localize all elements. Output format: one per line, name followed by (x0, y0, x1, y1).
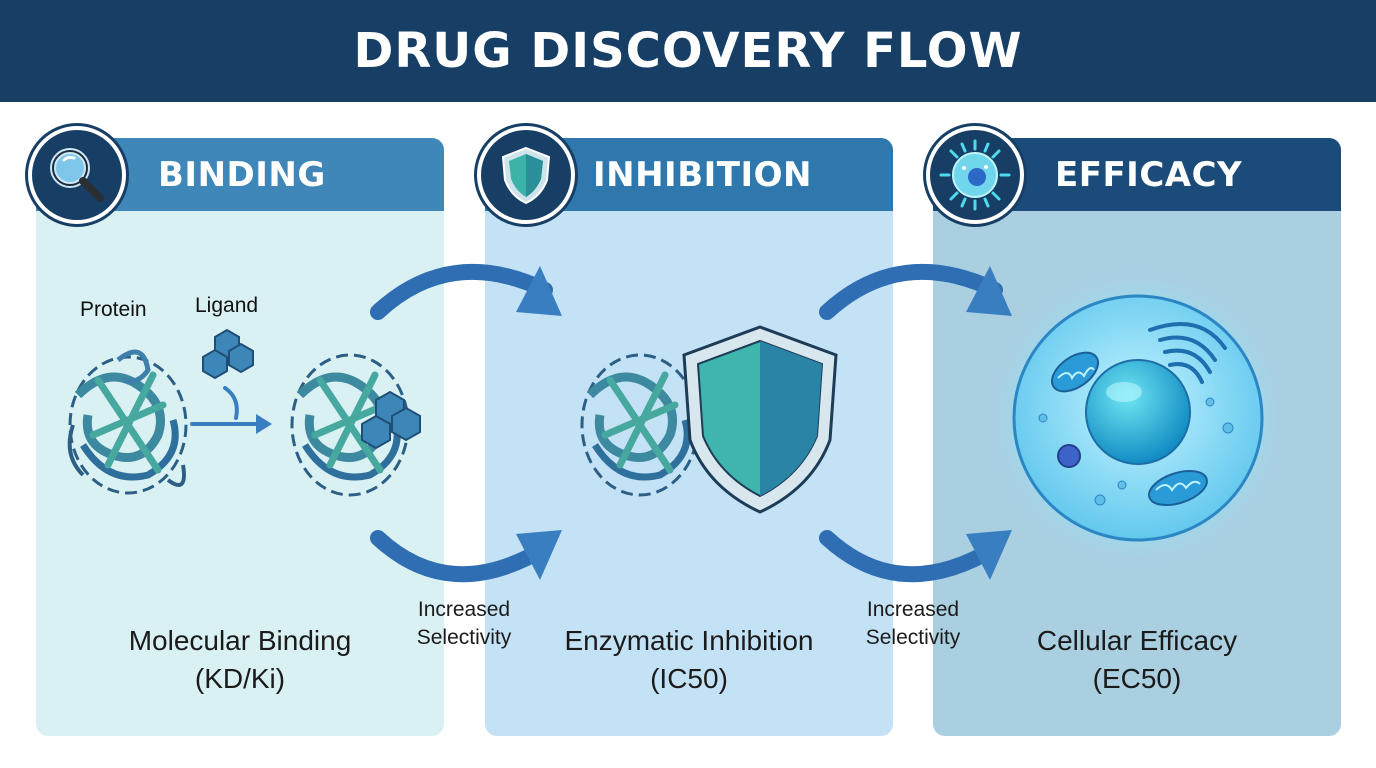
arrowhead-top-2 (966, 266, 1012, 316)
transition-label-2: Increased Selectivity (843, 596, 983, 652)
stage-caption-binding-line1: Molecular Binding (128, 625, 352, 656)
protein-inhibited-icon (580, 353, 700, 497)
protein-icon (67, 349, 188, 495)
title-bar: DRUG DISCOVERY FLOW (0, 0, 1376, 102)
transition-label-2-line2: Selectivity (865, 626, 961, 649)
arrow-bottom-1 (370, 530, 553, 583)
cell-icon-badge (926, 126, 1024, 224)
stage-title-binding: BINDING (158, 154, 326, 195)
arrowhead-bottom-2 (966, 530, 1012, 580)
protein-ligand-complex-icon (290, 353, 421, 497)
ligand-label: Ligand (195, 294, 259, 317)
stage-caption-binding: Molecular Binding (KD/Ki) (36, 622, 444, 698)
stage-caption-inhibition-line1: Enzymatic Inhibition (564, 625, 814, 656)
arrow-top-2 (819, 264, 1003, 320)
stage-title-efficacy: EFFICACY (1055, 154, 1243, 195)
ligand-icon (202, 328, 254, 380)
transition-label-1-line1: Increased (417, 598, 511, 621)
arrowhead-top-1 (516, 266, 562, 316)
transition-label-2-line1: Increased (866, 598, 960, 621)
stage-title-inhibition: INHIBITION (593, 154, 812, 195)
magnifier-icon-badge (28, 126, 126, 224)
transition-label-1: Increased Selectivity (394, 596, 534, 652)
stage-caption-binding-line2: (KD/Ki) (194, 663, 286, 694)
binding-arrow-icon (190, 386, 272, 434)
transition-label-1-line2: Selectivity (416, 626, 512, 649)
arrowhead-bottom-1 (516, 530, 562, 580)
stage-caption-inhibition-line2: (IC50) (650, 663, 728, 694)
stage-caption-efficacy: Cellular Efficacy (EC50) (933, 622, 1341, 698)
arrow-top-1 (370, 264, 553, 320)
protein-label: Protein (80, 298, 147, 321)
stage-caption-efficacy-line1: Cellular Efficacy (1036, 625, 1238, 656)
page-title: DRUG DISCOVERY FLOW (353, 23, 1023, 79)
magnifier-icon (50, 148, 104, 202)
stage-caption-efficacy-line2: (EC50) (1092, 663, 1182, 694)
cell-illustration (983, 263, 1293, 573)
stage-caption-inhibition: Enzymatic Inhibition (IC50) (485, 622, 893, 698)
shield-icon-badge (477, 126, 575, 224)
transition-arrows (370, 264, 1012, 583)
inhibitor-shield-icon (682, 325, 838, 514)
shield-icon (501, 146, 551, 205)
arrow-bottom-2 (819, 530, 1003, 583)
cell-icon (939, 139, 1011, 211)
